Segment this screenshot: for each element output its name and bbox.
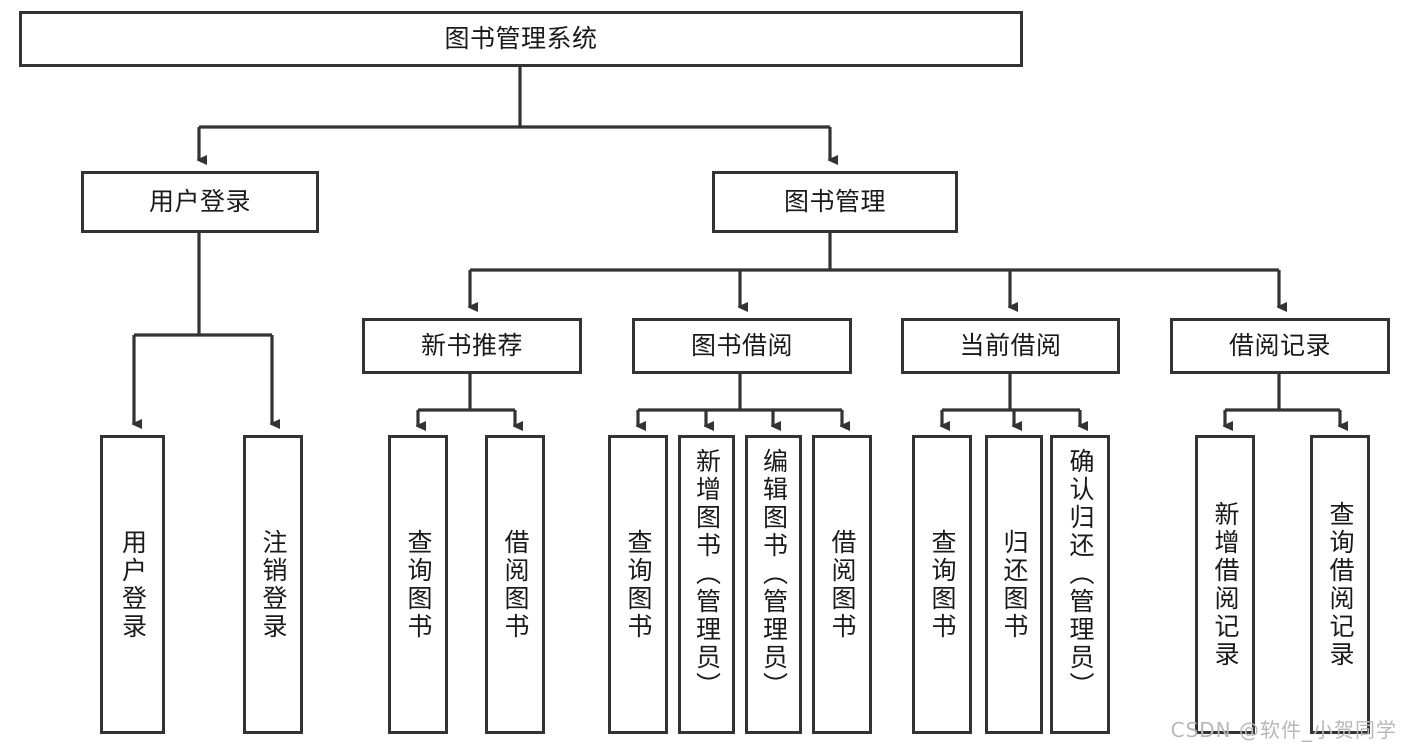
leaf-query-books-current-label: 查询图书: [928, 528, 957, 641]
csdn-watermark: CSDN @软件_小贺同学: [1170, 718, 1397, 742]
leaf-query-books-current[interactable]: 查询图书: [912, 435, 972, 734]
leaf-query-borrow-record[interactable]: 查询借阅记录: [1310, 435, 1370, 734]
leaf-query-books-borrowing[interactable]: 查询图书: [608, 435, 668, 734]
leaf-return-books-label: 归还图书: [1000, 528, 1029, 641]
leaf-query-borrow-record-label: 查询借阅记录: [1326, 500, 1355, 669]
leaf-user-login[interactable]: 用户登录: [100, 435, 165, 734]
node-user-login[interactable]: 用户登录: [81, 171, 319, 233]
leaf-borrow-books-label: 借阅图书: [828, 528, 857, 641]
node-root-label: 图书管理系统: [444, 24, 598, 53]
node-borrow-records-label: 借阅记录: [1228, 331, 1331, 360]
leaf-edit-book-admin-label: 编辑图书（管理员）: [759, 448, 789, 700]
leaf-add-book-admin[interactable]: 新增图书（管理员）: [678, 435, 735, 734]
node-user-login-label: 用户登录: [148, 187, 251, 216]
leaf-logout[interactable]: 注销登录: [243, 435, 303, 734]
leaf-query-books-borrowing-label: 查询图书: [624, 528, 653, 641]
leaf-add-borrow-record[interactable]: 新增借阅记录: [1195, 435, 1255, 734]
node-book-borrowing-label: 图书借阅: [690, 331, 793, 360]
node-book-management[interactable]: 图书管理: [712, 171, 958, 233]
leaf-borrow-books-recommend[interactable]: 借阅图书: [485, 435, 545, 734]
leaf-add-book-admin-label: 新增图书（管理员）: [692, 448, 722, 700]
leaf-logout-label: 注销登录: [259, 528, 288, 641]
leaf-return-books[interactable]: 归还图书: [985, 435, 1043, 734]
leaf-user-login-label: 用户登录: [118, 528, 148, 641]
leaf-edit-book-admin[interactable]: 编辑图书（管理员）: [745, 435, 802, 734]
node-book-management-label: 图书管理: [783, 187, 886, 216]
leaf-confirm-return-admin[interactable]: 确认归还（管理员）: [1050, 435, 1110, 734]
leaf-query-books-recommend-label: 查询图书: [404, 528, 433, 641]
leaf-confirm-return-admin-label: 确认归还（管理员）: [1066, 448, 1095, 700]
leaf-add-borrow-record-label: 新增借阅记录: [1211, 500, 1240, 669]
node-borrow-records[interactable]: 借阅记录: [1170, 318, 1390, 374]
node-new-book-recommendation-label: 新书推荐: [420, 331, 523, 360]
node-current-borrowing-label: 当前借阅: [959, 331, 1062, 360]
node-current-borrowing[interactable]: 当前借阅: [901, 318, 1120, 374]
leaf-borrow-books[interactable]: 借阅图书: [812, 435, 872, 734]
leaf-query-books-recommend[interactable]: 查询图书: [388, 435, 448, 734]
leaf-borrow-books-recommend-label: 借阅图书: [501, 528, 530, 641]
node-root[interactable]: 图书管理系统: [19, 11, 1023, 67]
node-book-borrowing[interactable]: 图书借阅: [632, 318, 852, 374]
node-new-book-recommendation[interactable]: 新书推荐: [362, 318, 582, 374]
